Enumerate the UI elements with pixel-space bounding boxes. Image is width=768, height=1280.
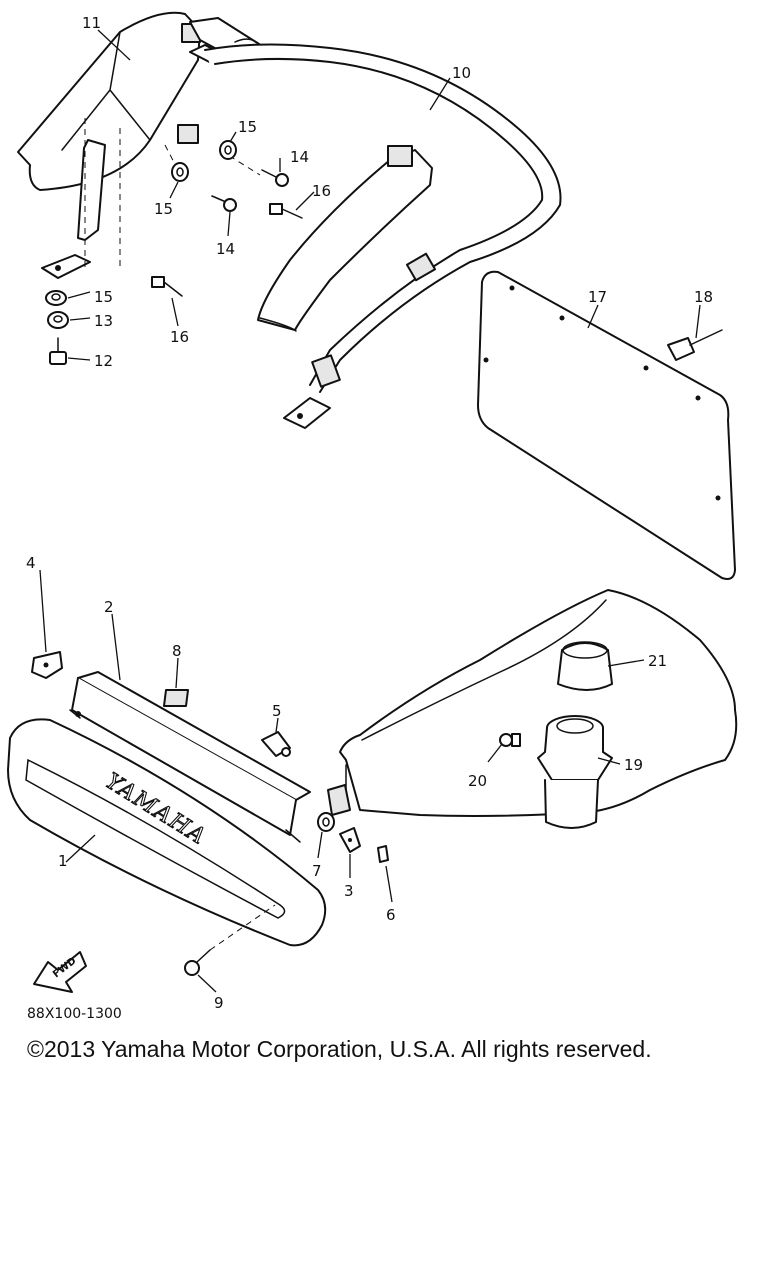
right-rail	[257, 145, 433, 332]
part-15-washer-b	[171, 162, 189, 182]
part-4-bracket	[31, 651, 63, 679]
callout-16b: 16	[170, 328, 189, 346]
callout-11: 11	[82, 14, 101, 32]
callout-19: 19	[624, 756, 643, 774]
part-19-filler-neck	[537, 715, 613, 829]
part-13-washer	[47, 311, 69, 329]
leader-lines	[39, 29, 701, 993]
diagram-code: 88X100-1300	[27, 1006, 122, 1022]
callout-8: 8	[172, 642, 182, 660]
part-3-bracket	[339, 827, 361, 853]
part-7-washer	[317, 812, 335, 832]
callout-15a: 15	[238, 118, 257, 136]
part-8-label	[163, 689, 189, 707]
callout-3: 3	[344, 882, 354, 900]
callout-10: 10	[452, 64, 471, 82]
part-12-bolt	[49, 337, 67, 365]
copyright-notice: ©2013 Yamaha Motor Corporation, U.S.A. A…	[27, 1036, 652, 1062]
part-14-bolt-b	[211, 195, 237, 212]
callout-21: 21	[648, 652, 667, 670]
part-2-channel	[69, 671, 311, 843]
part-20-plug	[499, 733, 521, 747]
part-15-washer-a	[219, 140, 237, 160]
part-5-clip	[261, 731, 291, 757]
callout-9: 9	[214, 994, 224, 1012]
part-16-rivet-a	[269, 203, 303, 219]
callout-20: 20	[468, 772, 487, 790]
callout-4: 4	[26, 554, 36, 572]
callout-13: 13	[94, 312, 113, 330]
callout-12: 12	[94, 352, 113, 370]
callout-16a: 16	[312, 182, 331, 200]
part-15-washer-c	[45, 290, 67, 306]
callout-18: 18	[694, 288, 713, 306]
part-9-screw	[184, 904, 276, 976]
part-21-cap	[557, 641, 613, 691]
callout-5: 5	[272, 702, 282, 720]
callout-14a: 14	[290, 148, 309, 166]
callout-6: 6	[386, 906, 396, 924]
callout-14b: 14	[216, 240, 235, 258]
part-11-left-rail	[17, 11, 201, 191]
callout-17: 17	[588, 288, 607, 306]
callout-7: 7	[312, 862, 322, 880]
part-17-panel	[477, 270, 736, 580]
fwd-arrow-icon: FWD	[33, 951, 87, 993]
parts-diagram: YAMAHA FWD	[7, 11, 738, 1012]
tank-body	[327, 589, 738, 817]
callout-15b: 15	[154, 200, 173, 218]
callout-1: 1	[58, 852, 68, 870]
callout-15c: 15	[94, 288, 113, 306]
part-18-screw	[667, 329, 723, 361]
part-16-rivet-b	[151, 276, 183, 297]
callout-2: 2	[104, 598, 114, 616]
part-6-nut	[377, 845, 389, 863]
part-14-bolt-a	[261, 169, 289, 187]
callout-labels: 11 10 15 15 14 16 14 15 13 12 16 17 18 4…	[26, 14, 713, 1012]
